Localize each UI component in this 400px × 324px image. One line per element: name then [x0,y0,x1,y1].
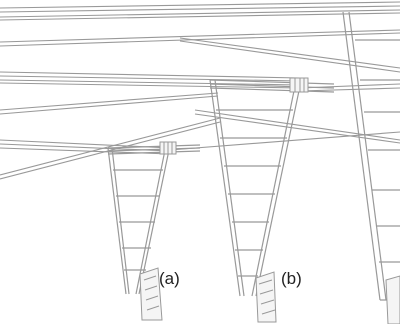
tower-a-footing [139,267,163,321]
label-b: (b) [281,269,302,288]
tower-b-footing [255,271,277,323]
conductor-lines [0,1,400,180]
tower-a-insulator [159,141,177,155]
tower-a [107,144,201,295]
tower-c [342,11,400,301]
tower-c-footing [385,275,400,324]
tower-b [209,79,335,297]
label-a: (a) [159,269,180,288]
tower-b-insulator [289,77,309,93]
